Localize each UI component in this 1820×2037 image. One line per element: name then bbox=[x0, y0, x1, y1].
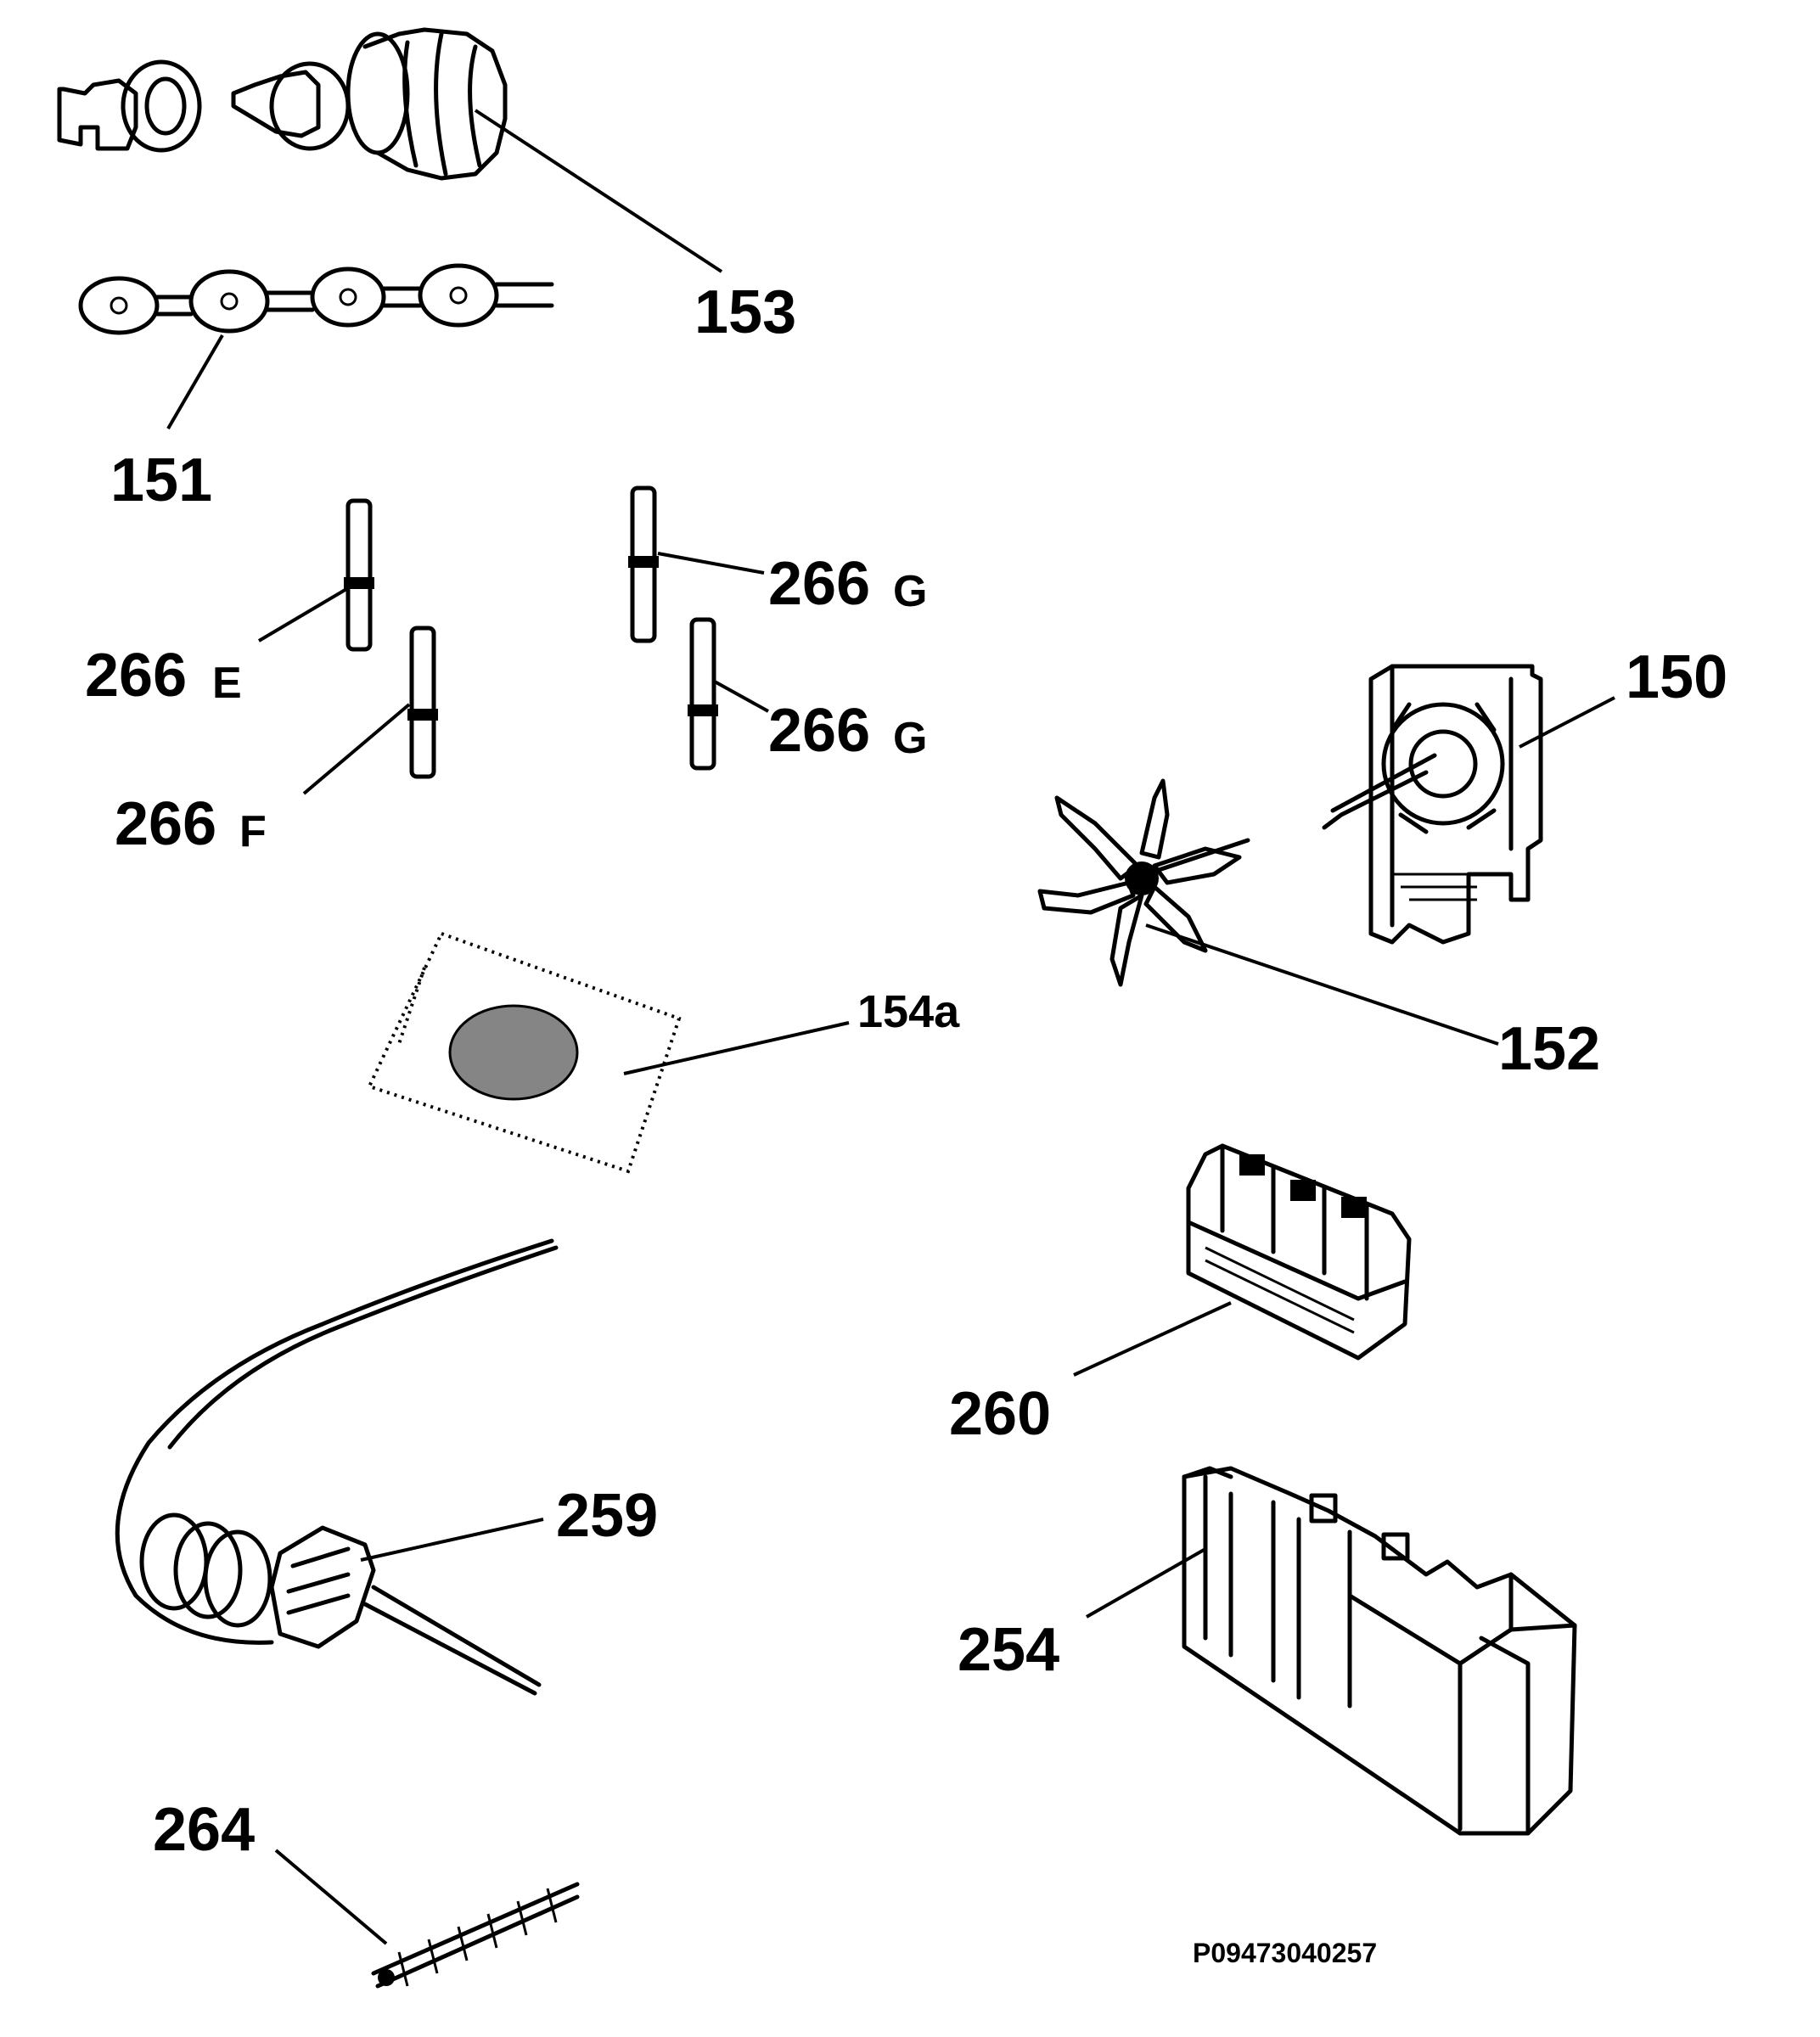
leader-152 bbox=[1145, 923, 1499, 1046]
leader-151 bbox=[166, 334, 224, 430]
part-259-thermostat bbox=[115, 1238, 559, 1696]
callout-151: 151 bbox=[110, 446, 212, 514]
part-153-knob-assembly bbox=[57, 27, 508, 181]
callout-259: 259 bbox=[556, 1482, 658, 1550]
document-code: P09473040257 bbox=[1193, 1938, 1377, 1968]
part-266g-injector-lower bbox=[688, 617, 718, 771]
callout-266g-upper: 266 G bbox=[768, 550, 927, 618]
leader-266f bbox=[302, 703, 411, 795]
leader-266g-upper bbox=[657, 552, 765, 575]
svg-text:266: 266 bbox=[768, 697, 870, 765]
leader-153 bbox=[474, 109, 723, 273]
callout-266f: 266 F bbox=[115, 790, 267, 858]
svg-text:E: E bbox=[212, 659, 242, 708]
part-266e-injector bbox=[344, 498, 374, 652]
leader-259 bbox=[360, 1518, 544, 1562]
callout-264: 264 bbox=[153, 1796, 255, 1864]
part-254-terminal-block bbox=[1182, 1466, 1577, 1836]
svg-text:G: G bbox=[893, 567, 927, 616]
leader-254 bbox=[1086, 1547, 1206, 1619]
leader-260 bbox=[1073, 1301, 1232, 1377]
callout-154a: 154a bbox=[857, 986, 960, 1037]
leader-266g-lower bbox=[712, 679, 769, 713]
part-154a-plate bbox=[367, 931, 682, 1174]
part-266f-injector bbox=[407, 626, 438, 779]
part-151-hinge-chain bbox=[78, 263, 554, 335]
leader-154a bbox=[623, 1021, 850, 1075]
part-266g-injector-upper bbox=[628, 485, 659, 643]
leader-264 bbox=[274, 1849, 388, 1945]
svg-text:266: 266 bbox=[115, 790, 216, 858]
part-152-fan-blade bbox=[1037, 778, 1250, 987]
callout-153: 153 bbox=[694, 278, 796, 346]
part-150-fan-motor bbox=[1322, 664, 1543, 945]
callout-254: 254 bbox=[958, 1616, 1059, 1684]
svg-text:266: 266 bbox=[768, 550, 870, 618]
callout-152: 152 bbox=[1498, 1015, 1600, 1083]
svg-text:266: 266 bbox=[85, 642, 187, 710]
svg-text:G: G bbox=[893, 714, 927, 763]
leader-150 bbox=[1519, 696, 1615, 749]
callout-266g-lower: 266 G bbox=[768, 697, 927, 765]
callout-260: 260 bbox=[949, 1380, 1051, 1448]
callout-266e: 266 E bbox=[85, 642, 242, 710]
part-260-switch-block bbox=[1186, 1143, 1412, 1361]
part-264-spring bbox=[371, 1882, 580, 1989]
leader-266e bbox=[257, 584, 354, 643]
callout-150: 150 bbox=[1626, 643, 1727, 711]
svg-text:F: F bbox=[239, 807, 267, 856]
